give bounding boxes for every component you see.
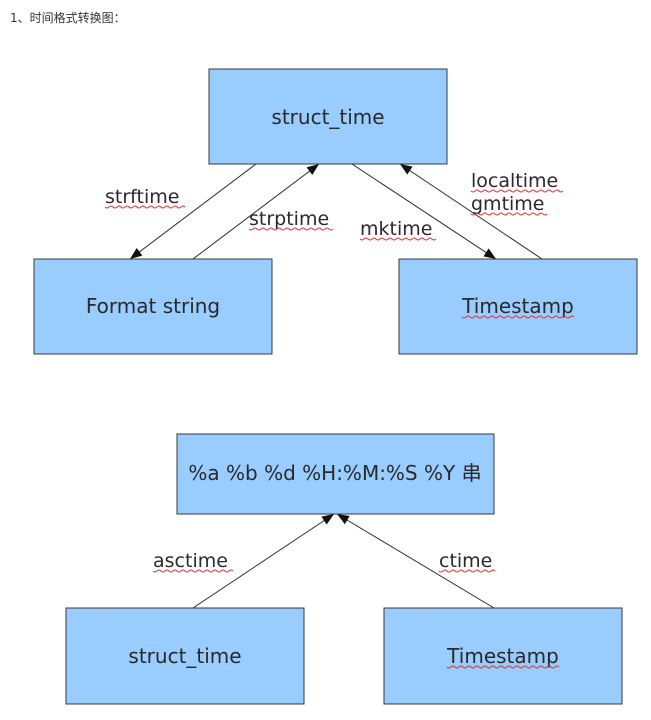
node-timestamp-label: Timestamp <box>461 294 574 318</box>
edge-strptime <box>192 163 320 260</box>
node-format-str: %a %b %d %H:%M:%S %Y 串 <box>176 433 495 515</box>
spellcheck-underline <box>438 569 496 573</box>
spellcheck-underline <box>461 315 575 319</box>
spellcheck-underline <box>470 212 548 216</box>
spellcheck-underline <box>248 227 334 231</box>
node-struct-time-bottom: struct_time <box>65 607 305 705</box>
node-struct-time: struct_time <box>208 68 448 165</box>
label-strptime: strptime <box>249 208 329 230</box>
label-gmtime: gmtime <box>471 193 545 215</box>
bottom-diagram: %a %b %d %H:%M:%S %Y 串 struct_time Times… <box>65 433 623 705</box>
label-ctime: ctime <box>439 550 492 572</box>
label-strftime: strftime <box>105 186 179 208</box>
node-struct-time-bottom-label: struct_time <box>128 644 241 668</box>
spellcheck-underline <box>104 205 186 209</box>
node-format-str-label: %a %b %d %H:%M:%S %Y 串 <box>188 461 481 485</box>
top-diagram: struct_time Format string Timestamp strf… <box>33 68 638 355</box>
edge-asctime <box>192 513 335 609</box>
label-mktime: mktime <box>360 218 432 240</box>
node-format-string: Format string <box>33 258 273 355</box>
spellcheck-underline <box>446 665 560 669</box>
label-localtime: localtime <box>471 170 558 192</box>
label-asctime: asctime <box>153 550 228 572</box>
spellcheck-underline <box>152 569 234 573</box>
node-struct-time-label: struct_time <box>271 105 384 129</box>
edge-ctime <box>336 513 495 609</box>
node-timestamp: Timestamp <box>398 258 638 355</box>
spellcheck-underline <box>359 237 437 241</box>
edge-strftime <box>129 163 257 260</box>
node-format-string-label: Format string <box>86 294 220 318</box>
page-heading: 1、时间格式转换图： <box>10 11 126 25</box>
node-timestamp-bottom-label: Timestamp <box>446 644 559 668</box>
edge-localtime-gmtime <box>399 163 543 260</box>
edge-mktime <box>351 163 497 260</box>
node-timestamp-bottom: Timestamp <box>383 607 623 705</box>
spellcheck-underline <box>470 189 564 193</box>
